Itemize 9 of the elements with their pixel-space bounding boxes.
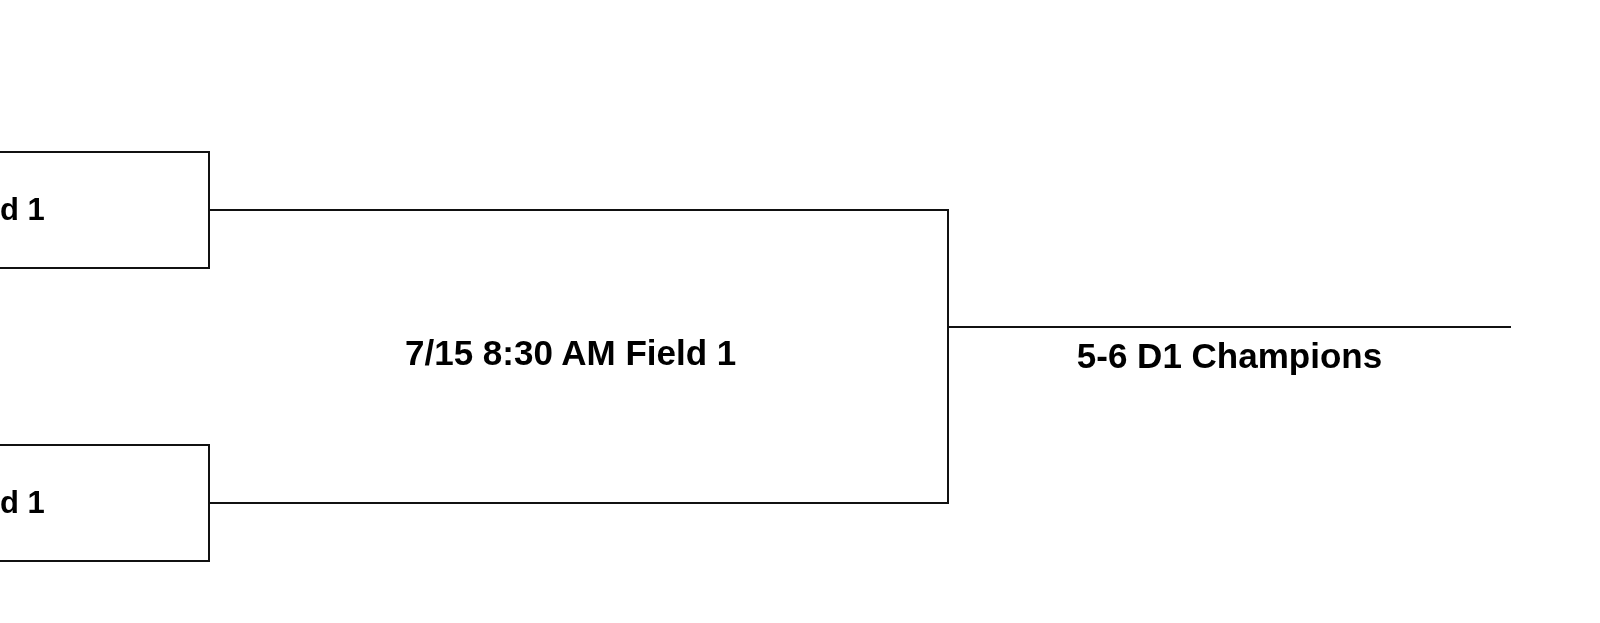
result-label: 5-6 D1 Champions bbox=[1076, 336, 1383, 375]
team-name: d 1 bbox=[0, 485, 45, 521]
champion-line bbox=[948, 326, 1511, 376]
bracket-line bbox=[209, 209, 949, 328]
match-label: 7/15 8:30 AM Field 1 bbox=[405, 333, 737, 373]
team-name: d 1 bbox=[0, 192, 45, 228]
team-box bbox=[0, 444, 210, 562]
bracket-line bbox=[209, 326, 949, 504]
team-box bbox=[0, 151, 210, 269]
